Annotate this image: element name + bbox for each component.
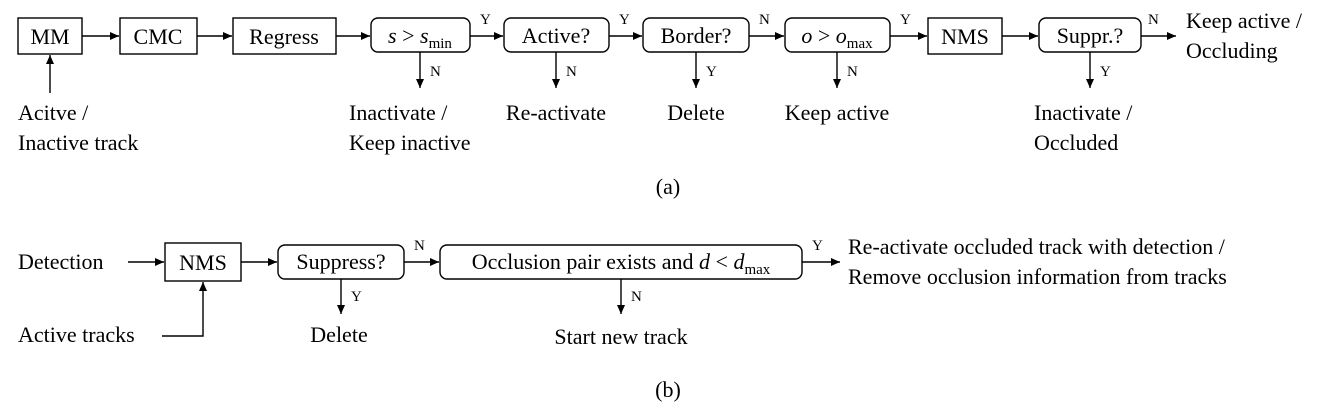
outcome-final-b-line2: Remove occlusion information from tracks: [848, 264, 1227, 289]
outcome-delete: Delete: [667, 100, 724, 125]
suppress-check-label: Suppress?: [296, 249, 385, 274]
branch-suppress-pass: N: [414, 238, 425, 254]
nms-box-b: [164, 242, 242, 282]
branch-score-pass: Y: [480, 12, 491, 28]
score-check-label: s > smin: [388, 23, 452, 52]
nms-label-a: NMS: [941, 24, 989, 49]
regress-label: Regress: [249, 24, 319, 49]
cmc-box: [119, 17, 198, 55]
outcome-start-new: Start new track: [554, 324, 687, 349]
branch-score-fail: N: [430, 64, 441, 80]
outcome-final-b-line1: Re-activate occluded track with detectio…: [848, 234, 1226, 259]
detection-label: Detection: [18, 249, 104, 274]
border-check-label: Border?: [661, 23, 732, 48]
panel-b: Detection Active tracks NMS Suppress? Oc…: [18, 234, 1227, 402]
branch-suppress-fail: Y: [351, 289, 362, 305]
outcome-final-line1: Keep active /: [1186, 8, 1303, 33]
input-label-line1: Acitve /: [18, 100, 89, 125]
branch-suppr-pass: N: [1148, 12, 1159, 28]
mm-box: [17, 17, 83, 55]
branch-active-fail: N: [566, 64, 577, 80]
overlap-check-label: o > omax: [801, 23, 873, 52]
branch-active-pass: Y: [619, 12, 630, 28]
branch-occlusion-pass: Y: [812, 238, 823, 254]
branch-overlap-fail: N: [847, 64, 858, 80]
input-label-line2: Inactive track: [18, 130, 138, 155]
nms-label-b: NMS: [179, 250, 227, 275]
arrow-tracks-nms: [162, 282, 207, 337]
outcome-occluded-line2: Occluded: [1034, 130, 1118, 155]
outcome-reactivate: Re-activate: [506, 100, 606, 125]
cmc-label: CMC: [134, 24, 183, 49]
outcome-final-line2: Occluding: [1186, 38, 1278, 63]
regress-box: [232, 17, 337, 55]
active-check-label: Active?: [522, 23, 590, 48]
outcome-occluded-line1: Inactivate /: [1034, 100, 1133, 125]
mm-label: MM: [30, 24, 69, 49]
occlusion-check-label: Occlusion pair exists and d < dmax: [472, 249, 771, 278]
outcome-delete-b: Delete: [310, 322, 367, 347]
branch-border-pass: N: [759, 12, 770, 28]
branch-overlap-pass: Y: [900, 12, 911, 28]
branch-suppr-fail: Y: [1100, 64, 1111, 80]
outcome-score-fail-line2: Keep inactive: [349, 130, 471, 155]
suppr-check-label: Suppr.?: [1057, 23, 1124, 48]
outcome-keep-active: Keep active: [785, 100, 889, 125]
panel-a: MM CMC Regress s > smin Active? Border? …: [17, 8, 1303, 199]
branch-border-fail: Y: [706, 64, 717, 80]
active-tracks-label: Active tracks: [18, 322, 135, 347]
caption-b: (b): [655, 377, 681, 402]
branch-occlusion-fail: N: [631, 289, 642, 305]
outcome-score-fail-line1: Inactivate /: [349, 100, 448, 125]
caption-a: (a): [656, 174, 680, 199]
